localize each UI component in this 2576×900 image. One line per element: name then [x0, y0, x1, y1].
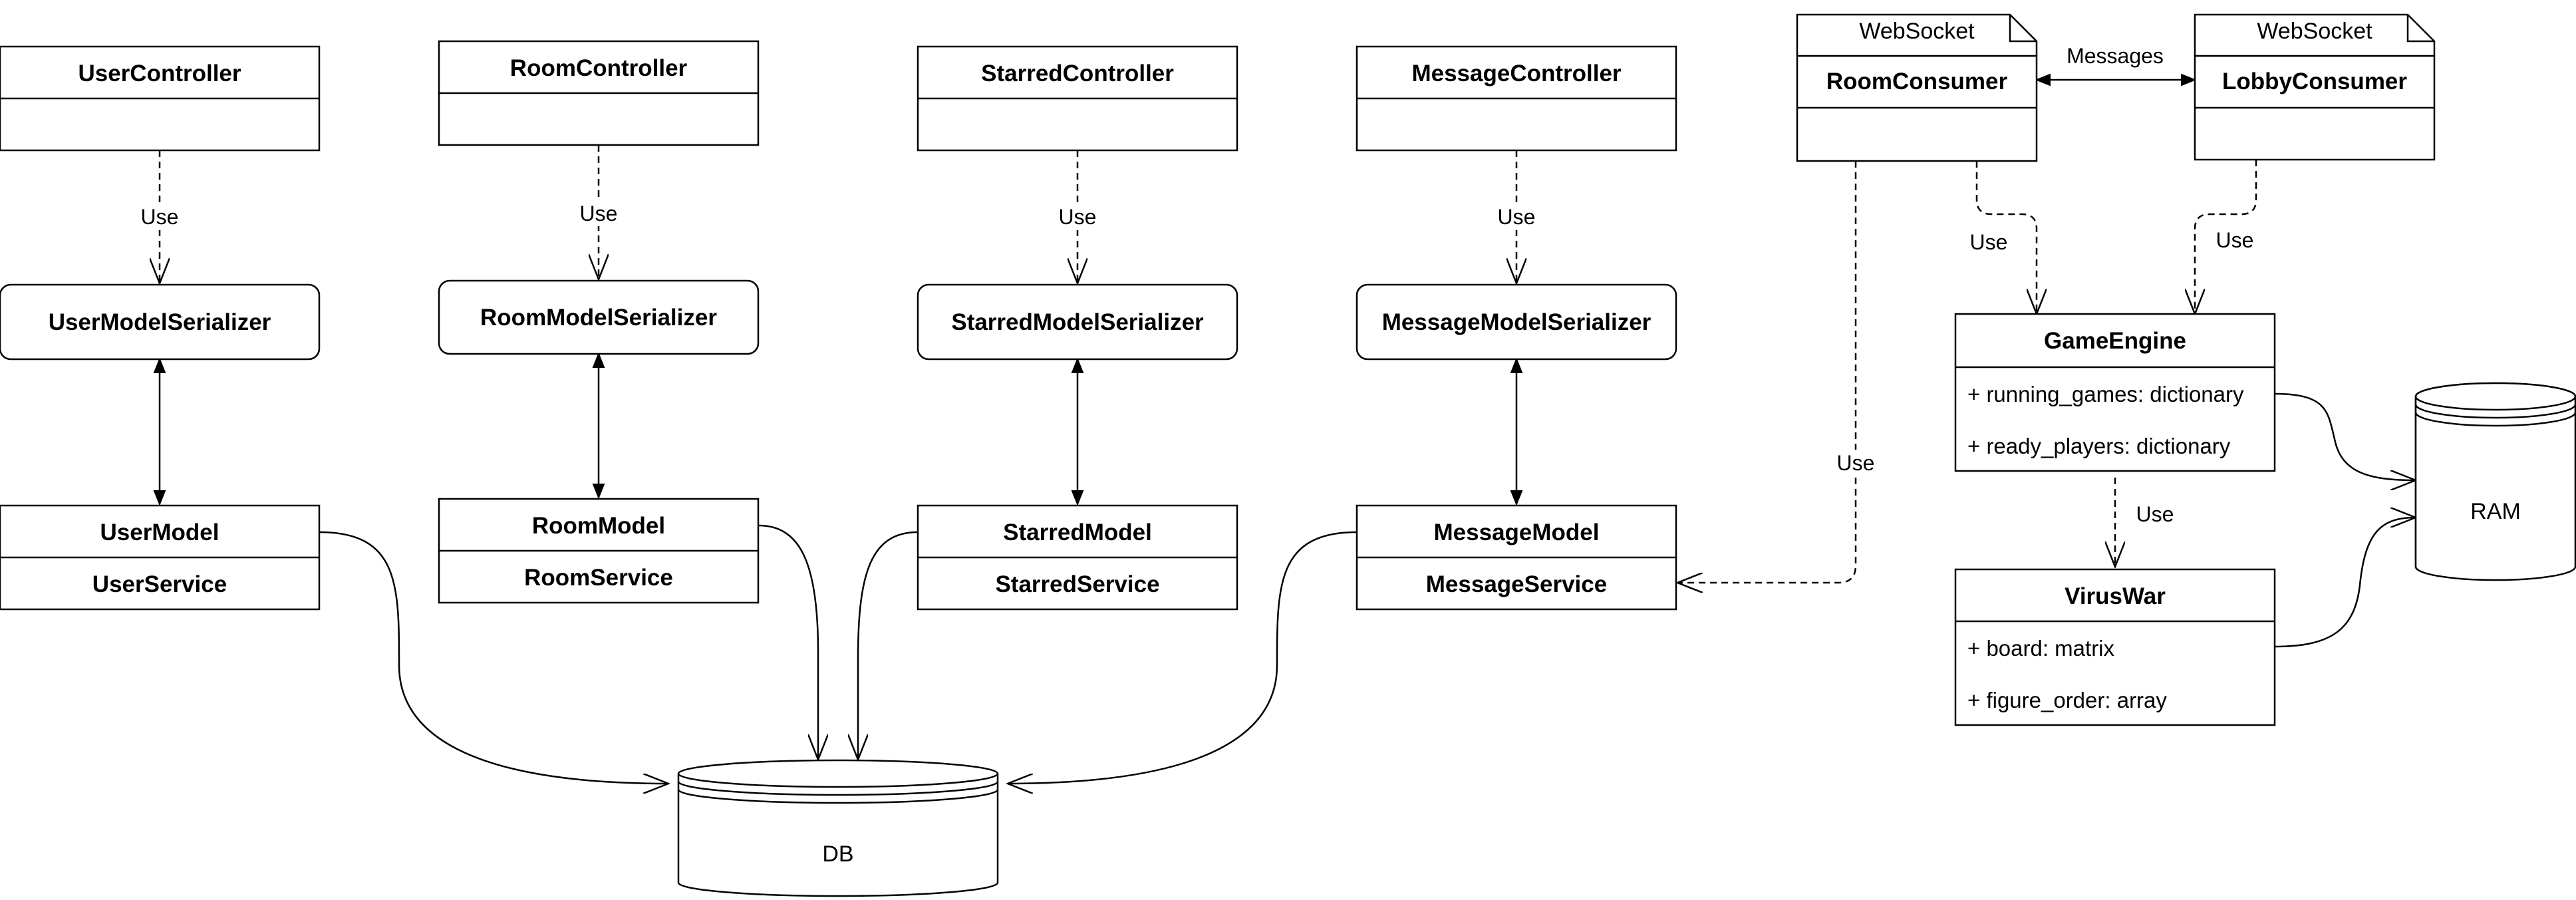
stereotype-websocket: WebSocket [1859, 19, 1975, 44]
field-figure-order: + figure_order: array [1967, 688, 2167, 712]
game-engine[interactable]: GameEngine + running_games: dictionary +… [1954, 313, 2276, 472]
edge-label-use: Use [2136, 502, 2174, 526]
ram-label: RAM [2470, 499, 2521, 524]
field-running-games: + running_games: dictionary [1967, 382, 2244, 406]
model-name: StarredModel [1003, 520, 1152, 545]
field-ready-players: + ready_players: dictionary [1967, 434, 2231, 458]
class-name: StarredController [981, 61, 1174, 86]
starred-model[interactable]: StarredModel StarredService [917, 504, 1238, 611]
edge-gameengine-viruswar: Use [2115, 478, 2174, 567]
model-name: MessageModel [1434, 520, 1600, 545]
edge-roomconsumer-messageservice: Use [1677, 161, 1879, 583]
edge-starred-model-db [858, 531, 919, 760]
edge-user-model-db [319, 531, 668, 784]
class-name: RoomController [510, 55, 688, 81]
class-name: GameEngine [2044, 328, 2186, 354]
class-name: VirusWar [2065, 583, 2166, 609]
message-controller[interactable]: MessageController [1356, 45, 1677, 152]
virus-war[interactable]: VirusWar + board: matrix + figure_order:… [1954, 568, 2276, 726]
edge-label-use: Use [141, 205, 179, 229]
edge-message-controller-serializer: Use [1493, 150, 1540, 283]
room-model-serializer[interactable]: RoomModelSerializer [438, 279, 760, 355]
edge-gameengine-ram [2274, 392, 2416, 480]
edge-label-use: Use [2216, 228, 2254, 252]
room-controller[interactable]: RoomController [438, 40, 760, 146]
class-name: RoomConsumer [1826, 69, 2008, 94]
service-name: RoomService [524, 565, 673, 591]
edge-label-messages: Messages [2067, 44, 2164, 68]
db-label: DB [822, 841, 853, 867]
db-cylinder[interactable]: DB [677, 759, 999, 897]
edge-lobbyconsumer-gameengine: Use [2195, 160, 2257, 314]
stereotype-websocket: WebSocket [2257, 19, 2372, 44]
room-model[interactable]: RoomModel RoomService [438, 498, 760, 604]
class-name: UserController [78, 61, 241, 86]
edge-consumers-messages: Messages [2037, 44, 2195, 80]
class-name: StarredModelSerializer [951, 309, 1204, 335]
edge-message-model-db [1008, 531, 1358, 784]
edge-label-use: Use [1059, 205, 1097, 229]
class-name: MessageModelSerializer [1382, 309, 1651, 335]
edge-user-controller-serializer: Use [136, 150, 183, 283]
class-name: RoomModelSerializer [480, 305, 717, 331]
edge-viruswar-ram [2274, 518, 2416, 648]
field-board: + board: matrix [1967, 636, 2115, 661]
service-name: MessageService [1426, 571, 1607, 597]
edge-label-use: Use [1837, 451, 1875, 475]
edge-roomconsumer-gameengine: Use [1970, 161, 2037, 314]
service-name: StarredService [995, 571, 1159, 597]
room-consumer[interactable]: WebSocket RoomConsumer [1796, 13, 2038, 162]
model-name: RoomModel [532, 513, 665, 539]
ram-cylinder[interactable]: RAM [2414, 382, 2576, 581]
edge-starred-controller-serializer: Use [1054, 150, 1101, 283]
starred-controller[interactable]: StarredController [917, 45, 1238, 152]
model-name: UserModel [100, 520, 219, 545]
edge-label-use: Use [580, 202, 618, 225]
class-name: MessageController [1411, 61, 1621, 86]
message-model[interactable]: MessageModel MessageService [1356, 504, 1677, 611]
user-model[interactable]: UserModel UserService [0, 504, 321, 611]
user-controller[interactable]: UserController [0, 45, 321, 152]
edge-room-model-db [758, 524, 818, 760]
lobby-consumer[interactable]: WebSocket LobbyConsumer [2194, 13, 2436, 161]
class-name: LobbyConsumer [2222, 69, 2407, 94]
edge-room-controller-serializer: Use [575, 145, 622, 279]
user-model-serializer[interactable]: UserModelSerializer [0, 283, 321, 361]
service-name: UserService [92, 571, 227, 597]
edge-label-use: Use [1970, 230, 2008, 254]
message-model-serializer[interactable]: MessageModelSerializer [1356, 283, 1677, 361]
class-name: UserModelSerializer [49, 309, 271, 335]
starred-model-serializer[interactable]: StarredModelSerializer [917, 283, 1238, 361]
edge-label-use: Use [1498, 205, 1536, 229]
